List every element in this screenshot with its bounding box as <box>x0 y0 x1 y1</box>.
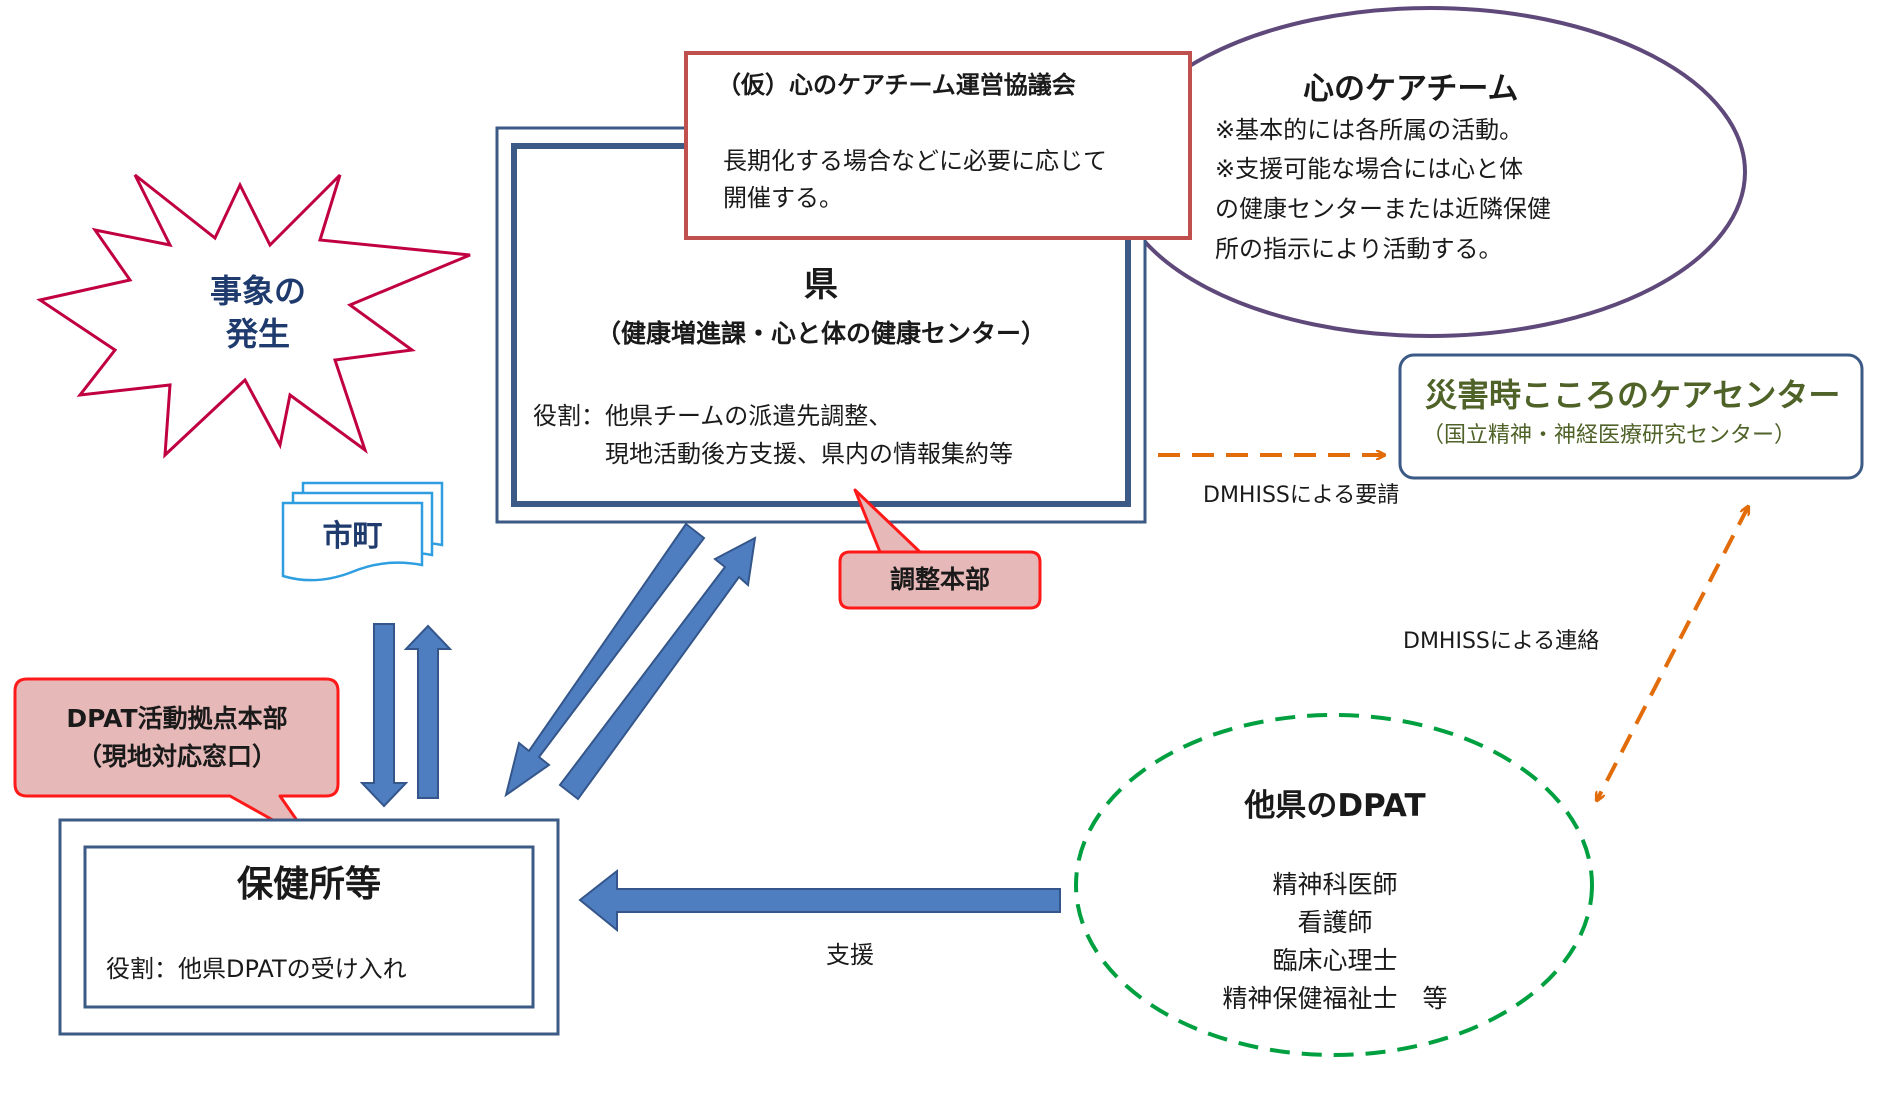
hq-callout-bubble <box>838 488 1042 610</box>
support-edge-label: 支援 <box>826 941 874 969</box>
municipality-label: 市町 <box>322 519 383 554</box>
disaster-center-title: 災害時こころのケアセンター <box>1425 376 1841 414</box>
dpat-base-line1: DPAT活動拠点本部 <box>66 704 288 733</box>
other-dpat-ellipse <box>1074 713 1594 1057</box>
other-dpat-title: 他県のDPAT <box>1244 788 1426 824</box>
health-center-inner-frame <box>83 845 535 1009</box>
arrow-prefecture-to-health-center <box>504 522 706 798</box>
request-edge-label: DMHISSによる要請 <box>1203 483 1400 508</box>
event-line2: 発生 <box>225 315 290 354</box>
care-team-line3: の健康センターまたは近隣保健 <box>1215 195 1551 223</box>
prefecture-subtitle: （健康増進課・心と体の健康センター） <box>595 319 1046 348</box>
other-dpat-member-3: 臨床心理士 <box>1272 946 1398 975</box>
health-center-title: 保健所等 <box>236 864 381 905</box>
dpat-base-line2: （現地対応窓口） <box>76 741 277 771</box>
prefecture-role-line2: 現地活動後方支援、県内の情報集約等 <box>605 440 1013 468</box>
care-team-line4: 所の指示により活動する。 <box>1215 235 1503 263</box>
disaster-center-box <box>1398 353 1864 480</box>
dpat-base-callout-label: DPAT活動拠点本部 （現地対応窓口） <box>18 700 336 775</box>
arrow-municipality-to-health-center <box>359 623 409 808</box>
council-title: （仮）心のケアチーム運営協議会 <box>717 71 1076 99</box>
arrow-dmhiss-contact <box>1597 507 1748 800</box>
event-label: 事象の 発生 <box>168 270 348 356</box>
arrow-support <box>578 868 1061 933</box>
prefecture-title: 県 <box>804 265 838 305</box>
hq-callout-label: 調整本部 <box>889 565 990 594</box>
other-dpat-members: 精神科医師 看護師 臨床心理士 精神保健福祉士 等 <box>1160 866 1510 1018</box>
contact-edge-label: DMHISSによる連絡 <box>1403 629 1600 654</box>
arrow-health-center-to-municipality <box>403 624 453 799</box>
other-dpat-member-1: 精神科医師 <box>1272 870 1398 899</box>
care-team-title: 心のケアチーム <box>1303 71 1519 107</box>
council-body-line1: 長期化する場合などに必要に応じて <box>723 147 1107 175</box>
health-center-role: 役割：他県DPATの受け入れ <box>106 955 407 983</box>
other-dpat-member-2: 看護師 <box>1297 908 1373 937</box>
disaster-center-subtitle: （国立精神・神経医療研究センター） <box>1422 423 1797 448</box>
municipality-document-stack <box>281 481 444 582</box>
event-line1: 事象の <box>209 272 306 310</box>
care-team-line1: ※基本的には各所属の活動。 <box>1215 116 1524 144</box>
other-dpat-member-4: 精神保健福祉士 等 <box>1222 984 1448 1013</box>
care-team-line2: ※支援可能な場合には心と体 <box>1215 155 1524 183</box>
council-body-line2: 開催する。 <box>723 184 843 212</box>
event-starburst <box>36 173 471 459</box>
prefecture-role-line1: 役割：他県チームの派遣先調整、 <box>533 402 893 430</box>
arrow-health-center-to-prefecture <box>558 536 757 801</box>
council-box <box>684 51 1192 240</box>
